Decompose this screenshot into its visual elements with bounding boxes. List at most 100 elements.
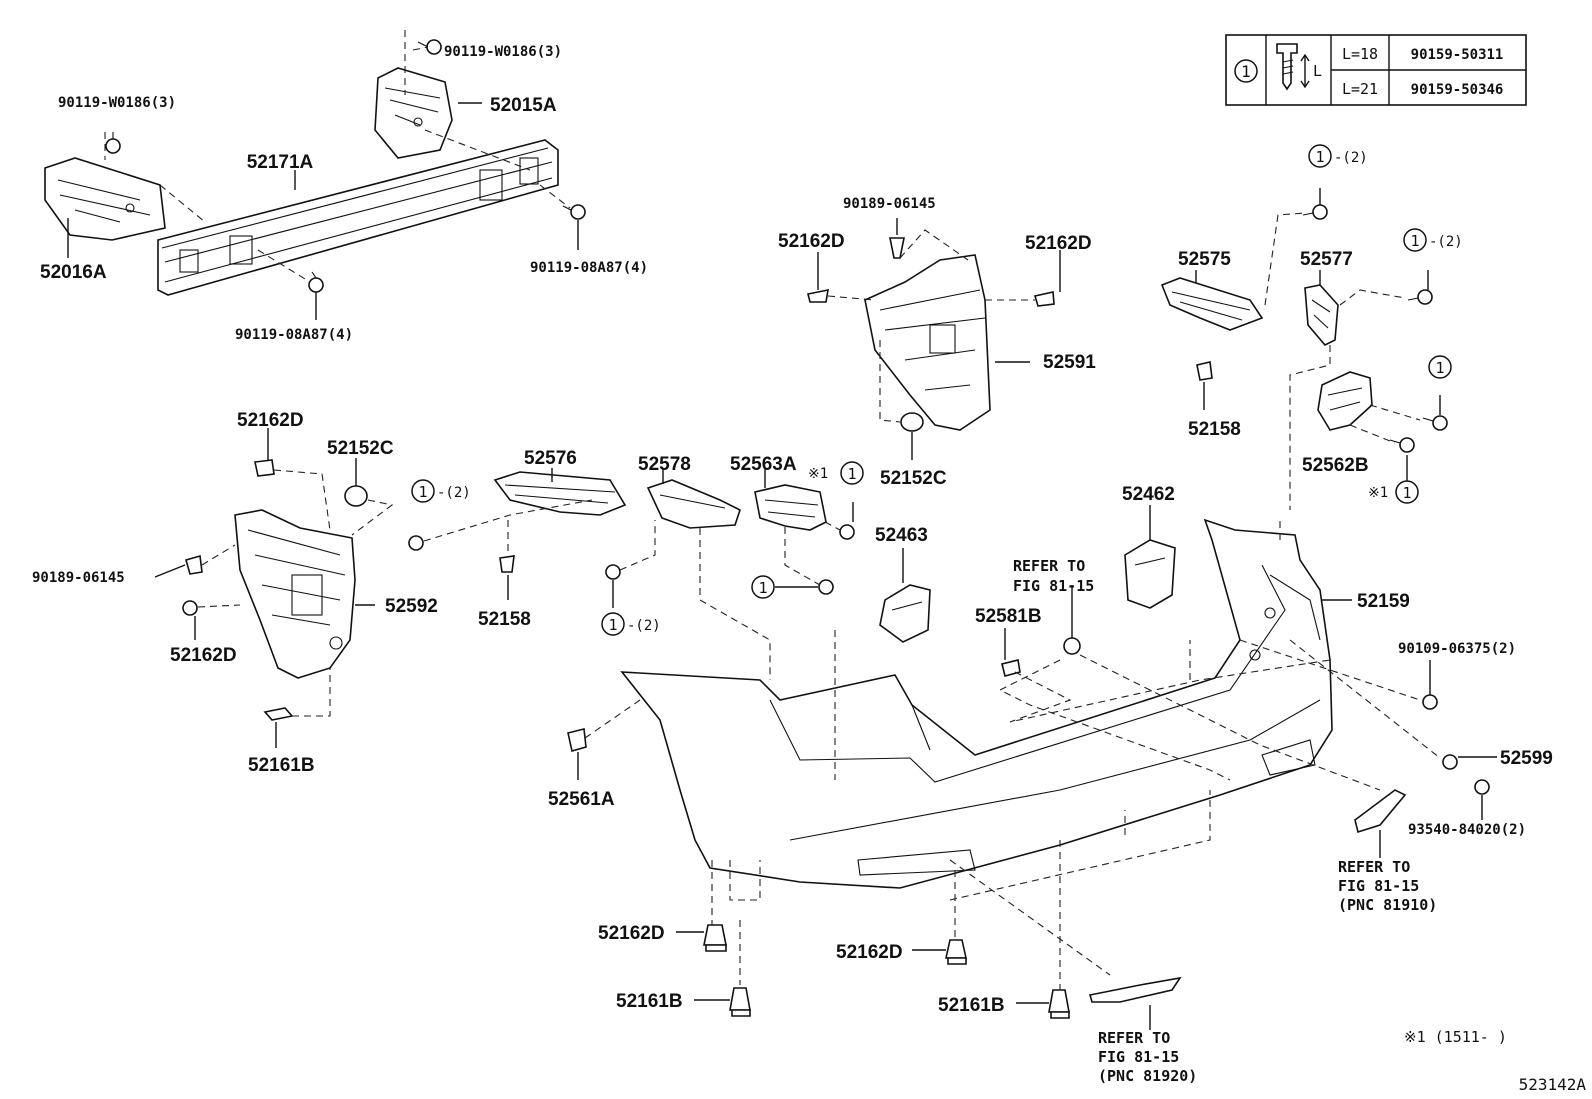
- circled-ref-icon: 1: [411, 479, 435, 503]
- label-90109-06375: 90109-06375(2): [1398, 641, 1516, 657]
- bolt-icon: [1422, 694, 1438, 710]
- retainer-52592: [234, 509, 356, 679]
- svg-text:1: 1: [1315, 148, 1324, 166]
- reflector-right: [1354, 789, 1407, 834]
- clip-icon: [567, 728, 587, 753]
- label-90119-W0186-left: 90119-W0186(3): [58, 95, 176, 111]
- clip-icon: [1196, 361, 1213, 381]
- clip-icon: [945, 939, 967, 965]
- bolt-icon: [1063, 637, 1081, 655]
- bumper-cover-52159: [620, 518, 1333, 889]
- circled-ref-icon: [1234, 59, 1258, 83]
- svg-text:1: 1: [1402, 484, 1411, 502]
- bolt-icon: [1422, 415, 1448, 431]
- label-90189-06145-top: 90189-06145: [843, 196, 936, 212]
- legend-part-2: 90159-50346: [1411, 82, 1504, 98]
- note-mark: ※1: [1368, 485, 1388, 501]
- label-52591: 52591: [1043, 352, 1096, 373]
- nut-icon: [344, 485, 368, 507]
- bolt-icon: [417, 39, 442, 55]
- clip-icon: [263, 707, 294, 721]
- nut-icon: [900, 412, 924, 432]
- clip-icon: [185, 554, 203, 575]
- bracket-52563A: [754, 484, 827, 531]
- label-52575: 52575: [1178, 249, 1231, 270]
- side-retainer-right-group: 90189-06145 52162D 52162D 52591 52152C: [778, 196, 1096, 489]
- refer-notes: REFER TO FIG 81-15 REFER TO FIG 81-15 (P…: [1013, 557, 1437, 1085]
- legend-part-1: 90159-50311: [1411, 47, 1504, 63]
- bumper-reinforcement-beam: [157, 139, 559, 296]
- circled-ref-icon: 1: [751, 575, 775, 599]
- label-52462: 52462: [1122, 484, 1175, 505]
- label-90119-W0186-top: 90119-W0186(3): [444, 44, 562, 60]
- circled-ref-icon: 1: [840, 461, 864, 485]
- label-52015A: 52015A: [490, 95, 557, 116]
- label-52162D-b: 52162D: [1025, 233, 1092, 254]
- label-52162D-d: 52162D: [170, 645, 237, 666]
- legend-length-1: L=18: [1342, 45, 1378, 63]
- label-90119-08A87-right: 90119-08A87(4): [530, 260, 648, 276]
- cover-52462: [1124, 539, 1176, 609]
- clip-icon: [254, 459, 275, 477]
- retainer-52591: [864, 254, 991, 431]
- label-52016A: 52016A: [40, 262, 107, 283]
- label-52562B: 52562B: [1302, 455, 1369, 476]
- clip-icon: [499, 555, 515, 573]
- label-52576: 52576: [524, 448, 577, 469]
- bolt-icon: [1474, 779, 1490, 795]
- label-52578: 52578: [638, 454, 691, 475]
- refer-c-line3: (PNC 81920): [1098, 1067, 1197, 1085]
- legend-length-2: L=21: [1342, 80, 1378, 98]
- bracket-52015A: [374, 67, 453, 159]
- circled-ref-icon: 1: [1403, 228, 1427, 252]
- clip-icon: [729, 987, 751, 1017]
- refer-a-line2: FIG 81-15: [1013, 577, 1094, 595]
- qty-label: -(2): [1429, 234, 1463, 250]
- label-52162D-f: 52162D: [836, 942, 903, 963]
- bracket-52575: [1160, 277, 1264, 331]
- bolt-icon: [605, 564, 621, 580]
- circled-ref-icon: 1: [601, 612, 625, 636]
- label-52161B-a: 52161B: [248, 755, 315, 776]
- qty-label: -(2): [1334, 150, 1368, 166]
- bolt-icon: [839, 524, 855, 540]
- bolt-icon: [1302, 204, 1328, 220]
- circled-ref-icon: 1: [1395, 480, 1419, 504]
- label-52152C-b: 52152C: [327, 438, 394, 459]
- legend-symbol: 1: [1241, 62, 1251, 81]
- bracket-52016A: [44, 157, 166, 241]
- label-52581B: 52581B: [975, 606, 1042, 627]
- label-52162D-e: 52162D: [598, 923, 665, 944]
- clip-icon: [889, 237, 905, 259]
- legend-dim-label: L: [1313, 62, 1322, 80]
- bolt-icon: [308, 271, 324, 293]
- clip-icon: [703, 924, 727, 952]
- clip-icon: [1033, 291, 1055, 307]
- svg-text:1: 1: [1435, 359, 1444, 377]
- bolt-icon: [408, 535, 424, 551]
- legend-table: 1 L L=18 L=21 90159-50311 90159-50346: [1225, 34, 1527, 106]
- clip-icon: [807, 288, 829, 303]
- label-52592: 52592: [385, 596, 438, 617]
- svg-text:1: 1: [418, 483, 427, 501]
- svg-text:1: 1: [847, 465, 856, 483]
- bracket-52562B: [1317, 371, 1373, 431]
- label-52171A: 52171A: [247, 152, 314, 173]
- label-52161B-b: 52161B: [616, 991, 683, 1012]
- bracket-52576: [493, 471, 627, 516]
- label-52162D-a: 52162D: [778, 231, 845, 252]
- bolt-icon: [1407, 289, 1433, 305]
- clip-icon: [1048, 989, 1070, 1019]
- bolt-icon: [1276, 43, 1310, 91]
- svg-text:1: 1: [1410, 232, 1419, 250]
- label-52158-b: 52158: [478, 609, 531, 630]
- label-52577: 52577: [1300, 249, 1353, 270]
- label-52162D-c: 52162D: [237, 410, 304, 431]
- refer-b-line3: (PNC 81910): [1338, 896, 1437, 914]
- bolt-icon: [105, 132, 121, 154]
- reflector-left: [1088, 976, 1182, 1003]
- label-52152C-a: 52152C: [880, 468, 947, 489]
- center-brackets: 52576 52158 52578 52563A: [408, 448, 855, 680]
- bracket-52578: [646, 479, 741, 529]
